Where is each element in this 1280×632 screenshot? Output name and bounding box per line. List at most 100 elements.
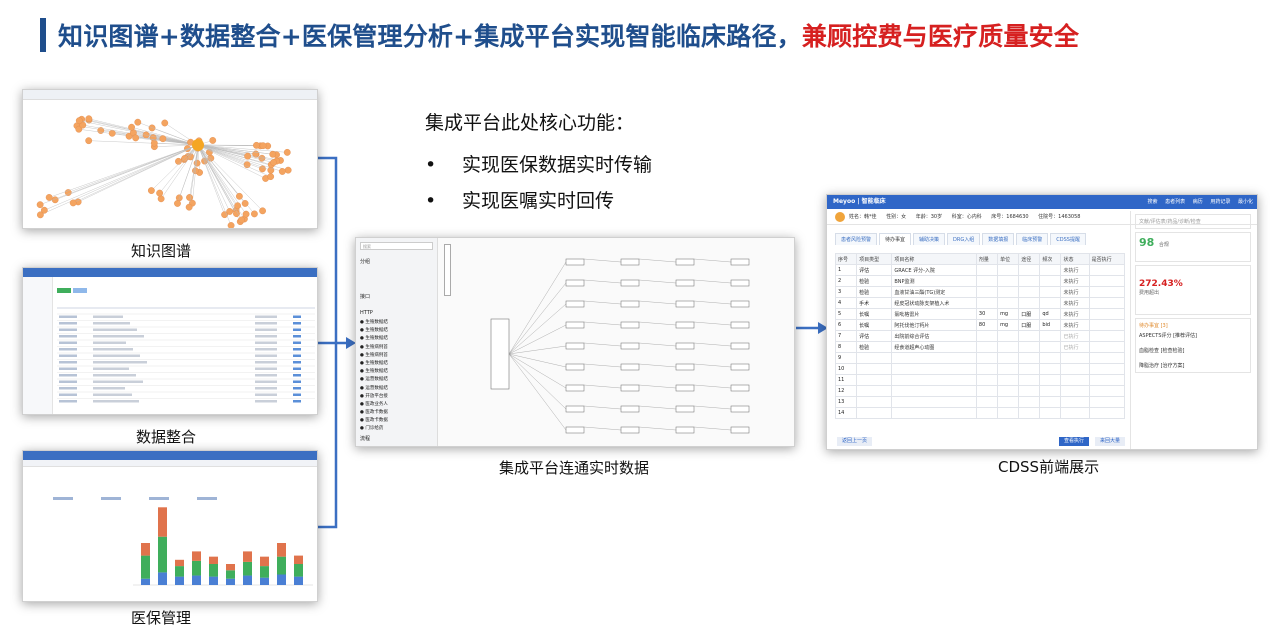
order-cell: 评估 — [856, 330, 893, 342]
platform-interface-item[interactable]: ● 生殖数据结 — [360, 320, 388, 325]
flow-edge — [693, 258, 732, 263]
execute-toggle[interactable] — [1088, 308, 1126, 320]
execute-toggle[interactable] — [1088, 374, 1126, 386]
tab-report[interactable]: 数据填报 — [982, 233, 1015, 245]
order-row[interactable]: 9 — [834, 352, 1126, 364]
execute-toggle[interactable] — [1088, 330, 1126, 342]
order-cell: 30 — [975, 308, 999, 320]
execute-button[interactable]: 查看执行 — [1059, 437, 1090, 446]
execute-toggle[interactable] — [1088, 396, 1126, 408]
platform-tree-root[interactable]: HTTP — [360, 310, 373, 316]
tab-cdss-reminder[interactable]: CDSS提醒 — [1050, 233, 1086, 245]
flow-node — [565, 279, 585, 287]
order-cell — [856, 352, 893, 364]
order-cell — [975, 275, 999, 287]
flow-edge — [693, 405, 732, 410]
order-row[interactable]: 13 — [834, 396, 1126, 408]
platform-search-input[interactable]: 搜索 — [360, 242, 433, 250]
platform-interface-item[interactable]: ● 运营数据结 — [360, 385, 388, 391]
back-button[interactable]: 返回上一页 — [837, 437, 873, 446]
cdss-right-search[interactable]: 文献/评估表/药品/诊断/检查 — [1135, 214, 1251, 229]
order-cell: 血液甘油三酯(TG)测定 — [891, 286, 977, 298]
execute-toggle[interactable] — [1088, 352, 1126, 364]
platform-interface-item[interactable]: ● 生殖病例首 — [360, 352, 388, 358]
tab-risk-warning[interactable]: 患者风险预警 — [835, 233, 878, 245]
cdss-menu-minimize[interactable]: 最小化 — [1237, 199, 1253, 205]
order-row[interactable]: 11 — [834, 374, 1126, 386]
platform-interface-item[interactable]: ● 医政卡数据 — [360, 410, 388, 416]
order-cell — [1039, 275, 1062, 287]
execute-toggle[interactable] — [1088, 275, 1126, 287]
caption-cdss: CDSS前端展示 — [998, 458, 1100, 476]
execute-toggle[interactable] — [1088, 341, 1126, 353]
zoom-control[interactable] — [444, 244, 451, 296]
order-cell — [975, 286, 999, 298]
order-row[interactable]: 12 — [834, 385, 1126, 397]
order-cell — [856, 407, 893, 419]
title-main: 知识图谱+数据整合+医保管理分析+集成平台实现智能临床路径， — [58, 22, 802, 51]
order-cell — [1039, 286, 1062, 298]
di-link — [293, 335, 301, 338]
todo-item-2[interactable]: 血脂检查 [检查检验] — [1139, 348, 1185, 354]
patient-admission: 住院号：1463058 — [1038, 214, 1081, 220]
flow-edge — [583, 279, 622, 284]
execute-toggle[interactable] — [1088, 407, 1126, 419]
graph-node — [226, 208, 234, 215]
cdss-menu-search[interactable]: 搜索 — [1147, 199, 1158, 205]
order-row[interactable]: 14 — [834, 407, 1126, 419]
tab-clinical-warning[interactable]: 临床预警 — [1016, 233, 1049, 245]
tab-decision[interactable]: 辅助决策 — [913, 233, 946, 245]
di-cell — [59, 354, 77, 357]
platform-interface-item[interactable]: ● 医政卡数据 — [360, 418, 388, 424]
enlarge-button[interactable]: 来回大量 — [1095, 437, 1126, 446]
order-cell — [997, 330, 1020, 342]
cdss-menu-meds[interactable]: 用药记录 — [1210, 199, 1231, 205]
platform-interface-item[interactable]: ● 生殖数据结 — [360, 360, 388, 366]
tab-todo[interactable]: 待办事宜 — [879, 233, 912, 245]
platform-interface-item[interactable]: ● 生殖数据结 — [360, 328, 388, 334]
flow-node — [730, 321, 750, 329]
patient-name: 姓名：韩*佳 — [849, 214, 877, 220]
execute-toggle[interactable] — [1088, 363, 1126, 375]
graph-edge — [197, 144, 248, 165]
platform-flow-graph — [490, 258, 750, 434]
execute-toggle[interactable] — [1088, 297, 1126, 309]
execute-toggle[interactable] — [1088, 319, 1126, 331]
order-cell: mg — [997, 319, 1020, 331]
platform-interface-item[interactable]: ● 医政业务人 — [360, 401, 388, 407]
platform-interface-item[interactable]: ● 生殖病例首 — [360, 344, 388, 350]
platform-interface-item[interactable]: ● 开放平台接 — [360, 393, 388, 399]
platform-interface-item[interactable]: ● 门诊给药 — [360, 426, 384, 432]
graph-edge — [177, 144, 199, 204]
execute-toggle[interactable] — [1088, 264, 1126, 276]
di-cell — [59, 367, 77, 370]
flow-edge — [583, 384, 622, 389]
cdss-menu-records[interactable]: 病历 — [1192, 199, 1203, 205]
platform-interface-item[interactable]: ● 生殖数据结 — [360, 369, 388, 375]
flow-edge — [638, 279, 677, 284]
todo-item-1[interactable]: ASPECTS评分 [推荐评估] — [1139, 333, 1197, 339]
graph-edge — [197, 144, 263, 170]
flow-node — [620, 258, 640, 266]
order-cell — [1018, 297, 1041, 309]
execute-toggle[interactable] — [1088, 385, 1126, 397]
graph-node — [85, 115, 93, 123]
todo-item-3[interactable]: 降脂治疗 [治疗方案] — [1139, 363, 1185, 369]
order-row[interactable]: 10 — [834, 363, 1126, 375]
flow-node — [675, 384, 695, 392]
flow-edge — [693, 279, 732, 284]
execute-toggle[interactable] — [1088, 286, 1126, 298]
tab-drg[interactable]: DRG入组 — [947, 233, 981, 245]
cdss-menu-patients[interactable]: 患者列表 — [1165, 199, 1186, 205]
platform-interface-item[interactable]: ● 运营数据结 — [360, 377, 388, 383]
platform-interface-item[interactable]: ● 生殖数据结 — [360, 336, 388, 342]
